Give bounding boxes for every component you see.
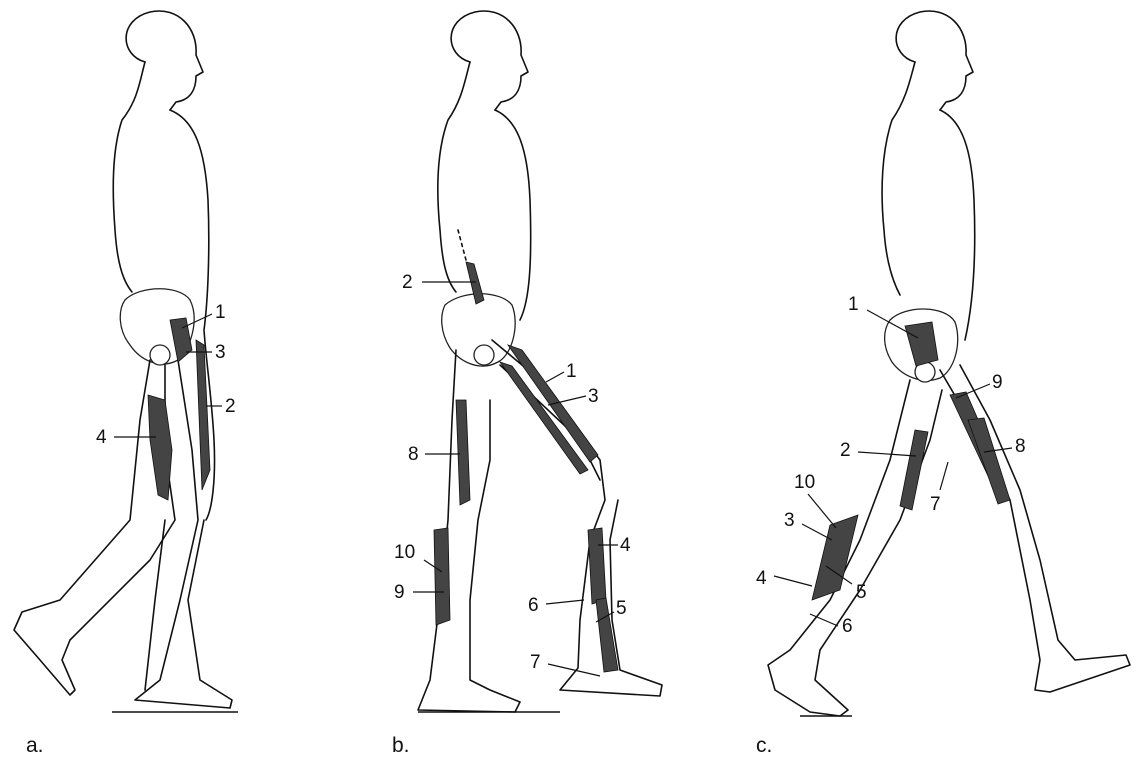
panel-b-label-1: 1 <box>566 361 577 382</box>
panel-c-head-outline <box>896 11 973 110</box>
panel-c-body-outline <box>882 62 975 340</box>
panel-b-back-leg <box>418 350 520 712</box>
panel-b-label-10: 10 <box>394 542 415 563</box>
panel-b-muscle-4 <box>588 528 606 604</box>
panel-b-front-leg <box>492 340 662 696</box>
panel-c-muscle-2 <box>900 430 928 510</box>
panel-a-muscle-2 <box>196 340 210 490</box>
panel-b-leader-6 <box>546 600 584 604</box>
panel-b-muscle-8 <box>456 400 470 505</box>
panel-a-letter: a. <box>26 734 44 757</box>
panel-a: 1 3 2 4 a. <box>14 11 238 757</box>
panel-c-label-4: 4 <box>756 568 767 589</box>
panel-b: 2 1 3 8 4 10 9 6 5 7 b. <box>392 11 662 757</box>
panel-c-leader-3 <box>802 524 832 540</box>
panel-b-label-2: 2 <box>402 272 413 293</box>
panel-a-muscle-4 <box>148 395 172 500</box>
panel-c-label-6: 6 <box>842 616 853 637</box>
panel-c-muscle-8 <box>968 418 1010 504</box>
panel-c-leader-10 <box>808 494 836 528</box>
panel-c-leader-2 <box>858 452 916 456</box>
panel-c-leader-7 <box>940 462 948 490</box>
panel-b-label-4: 4 <box>620 535 631 556</box>
panel-a-head-outline <box>126 11 203 110</box>
panel-c-label-5: 5 <box>856 582 867 603</box>
panel-c-label-2: 2 <box>840 440 851 461</box>
panel-c-label-8: 8 <box>1015 436 1026 457</box>
panel-b-label-7: 7 <box>530 652 541 673</box>
panel-a-label-2: 2 <box>225 396 236 417</box>
panel-a-label-4: 4 <box>96 427 107 448</box>
panel-c-leader-4 <box>774 576 812 586</box>
panel-b-label-8: 8 <box>408 444 419 465</box>
panel-b-label-6: 6 <box>528 595 539 616</box>
panel-a-label-1: 1 <box>215 302 226 323</box>
panel-c-leader-9 <box>956 384 990 398</box>
panel-b-muscle-10 <box>434 528 450 625</box>
panel-c-label-9: 9 <box>992 372 1003 393</box>
panel-a-label-3: 3 <box>215 342 226 363</box>
panel-c-label-10: 10 <box>794 472 815 493</box>
panel-c-label-3: 3 <box>784 510 795 531</box>
panel-c-letter: c. <box>756 734 772 757</box>
panel-c: 1 9 2 8 10 7 3 5 4 6 c. <box>756 11 1130 757</box>
panel-b-head-outline <box>451 11 528 110</box>
panel-a-hip-joint <box>150 345 170 365</box>
panel-c-label-1: 1 <box>848 294 859 315</box>
panel-b-label-5: 5 <box>616 598 627 619</box>
panel-b-hip-joint <box>474 345 494 365</box>
panel-b-leader-1 <box>546 372 564 382</box>
panel-b-leader-7 <box>548 664 600 676</box>
panel-b-letter: b. <box>392 734 410 757</box>
panel-b-body-outline <box>438 62 531 320</box>
panel-b-label-9: 9 <box>394 582 405 603</box>
panel-c-label-7: 7 <box>930 494 941 515</box>
panel-b-label-3: 3 <box>588 386 599 407</box>
